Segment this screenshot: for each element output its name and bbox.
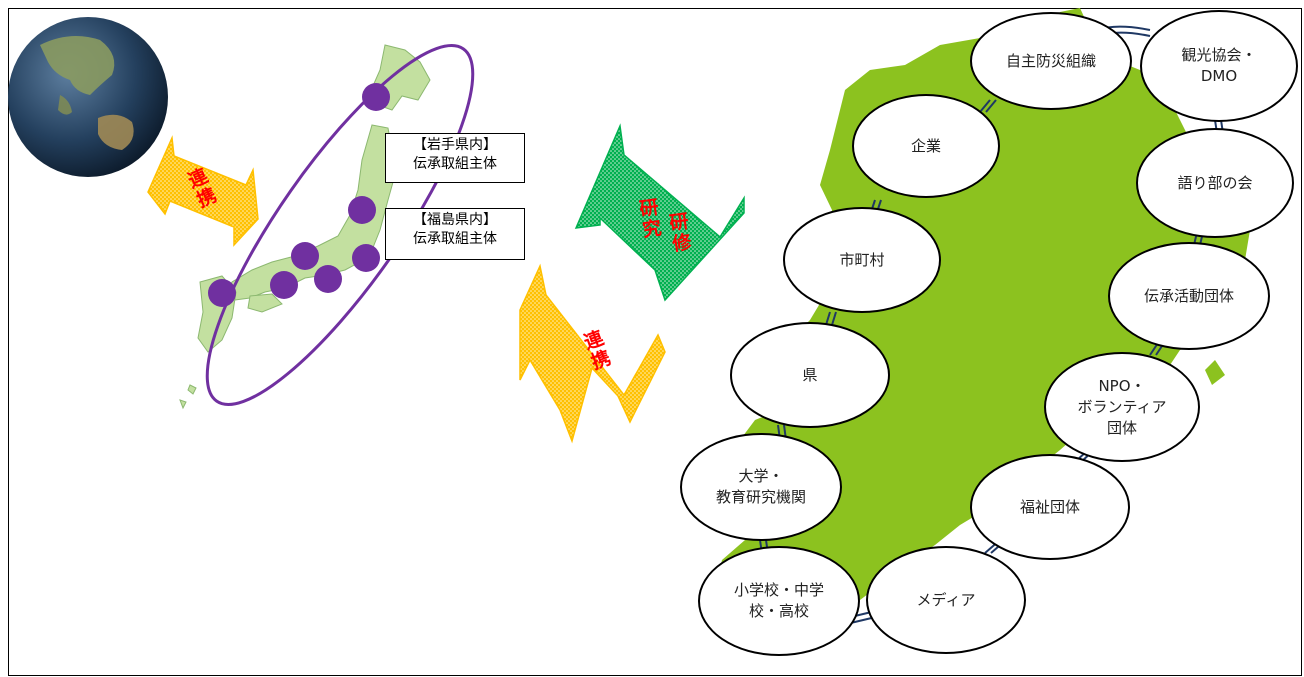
diagram-frame bbox=[8, 8, 1302, 676]
link-arrow-bottom bbox=[519, 263, 666, 444]
training-arrow-label-left: 研究 bbox=[635, 196, 663, 242]
marker-chugoku bbox=[270, 271, 298, 299]
training-arrow bbox=[574, 123, 745, 302]
marker-hokkaido bbox=[362, 83, 390, 111]
node-kanko: 観光協会・ DMO bbox=[1140, 10, 1298, 122]
region-map bbox=[715, 38, 1250, 635]
node-media: メディア bbox=[866, 546, 1026, 654]
node-ken: 県 bbox=[730, 322, 890, 428]
location-markers bbox=[208, 83, 390, 307]
node-daigaku: 大学・ 教育研究機関 bbox=[680, 433, 842, 541]
node-npo: NPO・ ボランティア 団体 bbox=[1044, 352, 1200, 462]
node-kataribe: 語り部の会 bbox=[1136, 128, 1294, 238]
node-shichoson: 市町村 bbox=[783, 207, 941, 313]
node-kigyo: 企業 bbox=[852, 94, 1000, 198]
marker-kanto bbox=[352, 244, 380, 272]
marker-chubu bbox=[291, 242, 319, 270]
marker-kinki bbox=[314, 265, 342, 293]
marker-tohoku bbox=[348, 196, 376, 224]
node-fukushi: 福祉団体 bbox=[970, 454, 1130, 560]
callout-fukushima: 【福島県内】 伝承取組主体 bbox=[385, 208, 525, 260]
training-arrow-label-right: 研修 bbox=[665, 210, 693, 256]
link-arrow-left bbox=[147, 135, 259, 247]
globe-icon bbox=[8, 17, 168, 177]
node-jishu-bousai: 自主防災組織 bbox=[970, 12, 1132, 110]
node-densho: 伝承活動団体 bbox=[1108, 242, 1270, 350]
callout-iwate: 【岩手県内】 伝承取組主体 bbox=[385, 133, 525, 183]
marker-kyushu bbox=[208, 279, 236, 307]
node-gakko: 小学校・中学 校・高校 bbox=[698, 546, 860, 656]
